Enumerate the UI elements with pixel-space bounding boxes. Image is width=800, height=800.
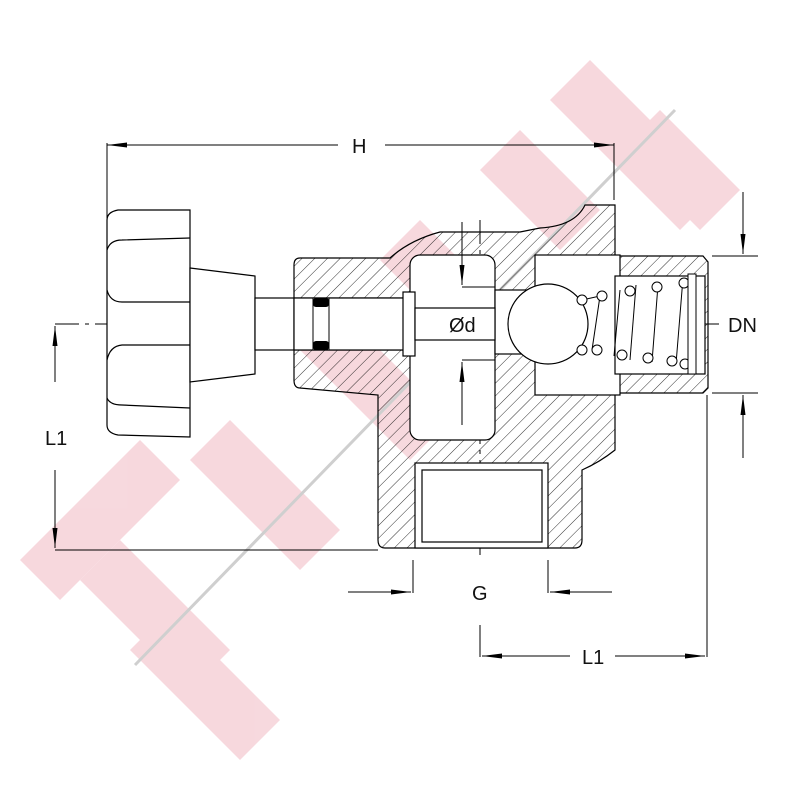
check-ball <box>507 283 589 365</box>
dimension-dn-label: DN <box>728 315 757 337</box>
spring <box>576 273 697 375</box>
dimension-h-label: H <box>352 136 366 158</box>
stem-disc <box>402 291 496 357</box>
dimension-l1-bottom-label: L1 <box>582 647 604 669</box>
dimension-d-label: Ød <box>449 315 476 337</box>
o-ring <box>312 297 330 351</box>
dimension-lines <box>52 142 758 659</box>
dimension-g-label: G <box>472 583 488 605</box>
valve-body <box>293 204 709 549</box>
handwheel <box>106 209 256 438</box>
dimension-l1-left-label: L1 <box>45 428 67 450</box>
